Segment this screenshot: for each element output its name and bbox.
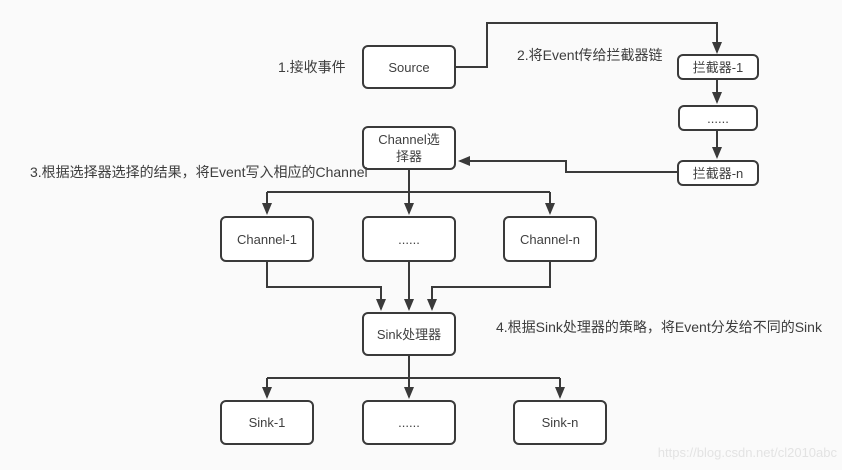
annotation-step4-dispatch-to-sinks: 4.根据Sink处理器的策略，将Event分发给不同的Sink: [496, 319, 822, 335]
annotation-step1-receive-event: 1.接收事件: [278, 59, 346, 75]
node-interceptor-1: 拦截器-1: [677, 54, 759, 80]
annotation-step2-pass-to-interceptor-chain: 2.将Event传给拦截器链: [517, 47, 663, 63]
node-source: Source: [362, 45, 456, 89]
node-channel-ellipsis: ......: [362, 216, 456, 262]
arrow-channeln-to-sinkproc: [427, 262, 551, 311]
node-sink-n: Sink-n: [513, 400, 607, 445]
node-sink-ellipsis: ......: [362, 400, 456, 445]
node-interceptor-n: 拦截器-n: [677, 160, 759, 186]
arrow-interceptorn-to-selector: [458, 156, 677, 173]
annotation-step3-write-to-channel: 3.根据选择器选择的结果，将Event写入相应的Channel: [30, 164, 368, 180]
arrow-channel1-to-sinkproc: [266, 262, 386, 311]
node-channel-1: Channel-1: [220, 216, 314, 262]
node-channel-n: Channel-n: [503, 216, 597, 262]
arrow-source-to-interceptor1: [456, 22, 722, 68]
node-channel-selector: Channel选 择器: [362, 126, 456, 170]
node-interceptor-ellipsis: ......: [678, 105, 758, 131]
node-sink-processor: Sink处理器: [362, 312, 456, 356]
csdn-watermark: https://blog.csdn.net/cl2010abc: [657, 445, 837, 460]
node-sink-1: Sink-1: [220, 400, 314, 445]
sinkproc-branch-line: [267, 356, 560, 379]
